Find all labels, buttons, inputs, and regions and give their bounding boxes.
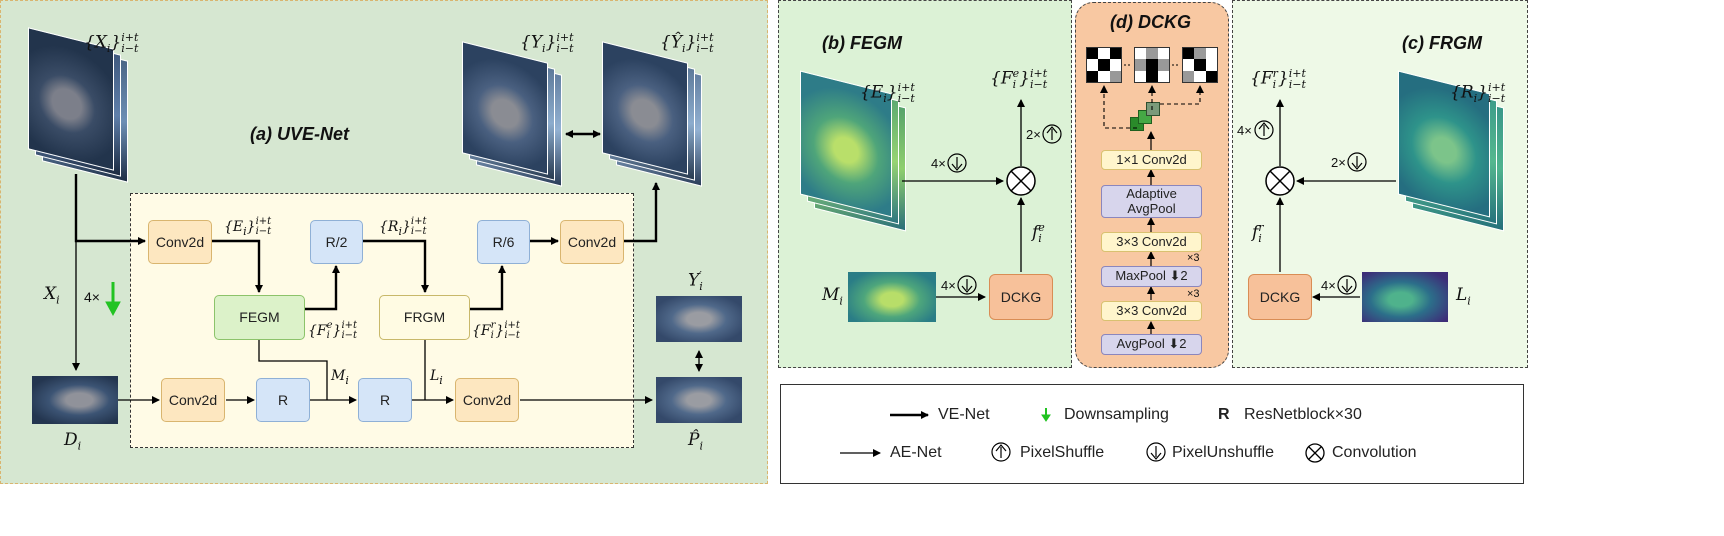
legend-ve-net-label: VE-Net (938, 406, 990, 423)
conv2d-top-block: Conv2d (148, 220, 212, 264)
fegm-m-i-label: Mi (822, 285, 843, 308)
kernel-grid-3 (1182, 47, 1218, 83)
ve-path-conv-fegm (212, 239, 263, 293)
legend-downsampling-label: Downsampling (1064, 406, 1169, 423)
dckg-adaptive-avgpool-block: Adaptive AvgPool (1101, 185, 1202, 218)
pixelunshuffle-icon (1347, 152, 1367, 172)
r-sixth-block: R/6 (477, 220, 530, 264)
frgm-shuffle-label: 4× (1237, 123, 1252, 138)
frgm-block: FRGM (379, 295, 470, 340)
r-half-block: R/2 (310, 220, 363, 264)
x-i-label: Xi (44, 284, 60, 307)
frgm-title: (c) FRGM (1402, 33, 1482, 53)
y-prime-image (656, 296, 742, 342)
kernel-cube-3 (1146, 102, 1160, 116)
legend-convolution-icon (1305, 443, 1325, 463)
conv2d-bottom-block-2: Conv2d (455, 378, 519, 422)
frgm-l-i-label: Li (1456, 285, 1471, 308)
legend-pixelunshuffle-icon (1146, 442, 1166, 462)
pixelunshuffle-icon (957, 275, 977, 295)
fegm-title: (b) FEGM (822, 33, 902, 53)
dckg-repeat-label-1: ×3 (1187, 252, 1200, 264)
d-i-label: Di (64, 430, 82, 453)
downsample-factor-label: 4× (84, 289, 100, 305)
legend-ae-net-label: AE-Net (890, 444, 942, 461)
dckg-conv3x3-block-1: 3×3 Conv2d (1101, 232, 1202, 252)
kernel-grid-2 (1134, 47, 1170, 83)
frgm-unshuffle-bottom-label: 4× (1321, 278, 1336, 293)
ve-path-frgm-r6 (470, 265, 506, 311)
pixelunshuffle-icon (947, 153, 967, 173)
pixelshuffle-icon (1042, 124, 1062, 144)
dckg-avgpool-block: AvgPool ⬇2 (1101, 334, 1202, 355)
ve-path-conv-out (624, 182, 660, 243)
legend-box (780, 384, 1524, 484)
dckg-maxpool-block: MaxPool ⬇2 (1101, 266, 1202, 287)
legend-convolution-label: Convolution (1332, 444, 1417, 461)
ve-path-fegm-r2 (305, 265, 340, 311)
m-map-image (848, 272, 936, 322)
dckg-conv3x3-block-2: 3×3 Conv2d (1101, 301, 1202, 321)
frgm-dckg-block: DCKG (1248, 274, 1312, 320)
conv2d-bottom-block-1: Conv2d (161, 378, 225, 422)
fegm-dckg-block: DCKG (989, 274, 1053, 320)
dckg-repeat-label-2: ×3 (1187, 288, 1200, 300)
legend-pixelshuffle-icon (991, 442, 1011, 462)
downsampled-frame-image (32, 376, 118, 424)
m-i-label: Mi (331, 368, 349, 387)
uve-net-title: (a) UVE-Net (250, 124, 350, 144)
legend-pixelshuffle-label: PixelShuffle (1020, 444, 1105, 461)
dckg-title: (d) DCKG (1110, 12, 1191, 32)
pixelshuffle-icon (1254, 120, 1274, 140)
p-hat-label: P̂i (688, 430, 703, 453)
legend-pixelunshuffle-label: PixelUnshuffle (1172, 444, 1274, 461)
pixelunshuffle-icon (1337, 275, 1357, 295)
fegm-shuffle-label: 2× (1026, 127, 1041, 142)
fegm-unshuffle-top-label: 4× (931, 156, 946, 171)
r-block-2: R (358, 378, 412, 422)
fegm-block: FEGM (214, 295, 305, 340)
legend-resnet-label: ResNetblock×30 (1244, 406, 1362, 423)
dckg-conv1x1-block: 1×1 Conv2d (1101, 150, 1202, 170)
p-hat-image (656, 377, 742, 423)
r-block-1: R (256, 378, 310, 422)
y-prime-label: Y′i (688, 269, 703, 293)
ve-path-r2-frgm (362, 239, 429, 293)
conv2d-output-block: Conv2d (560, 220, 624, 264)
legend-r-symbol: R (1218, 406, 1230, 423)
ve-path-input-down (74, 174, 146, 245)
l-map-image (1362, 272, 1448, 322)
fegm-unshuffle-bottom-label: 4× (941, 278, 956, 293)
kernel-grid-1 (1086, 47, 1122, 83)
ae-path-m-fegm (255, 330, 328, 400)
frgm-unshuffle-top-label: 2× (1331, 155, 1346, 170)
l-i-label: Li (430, 368, 443, 387)
